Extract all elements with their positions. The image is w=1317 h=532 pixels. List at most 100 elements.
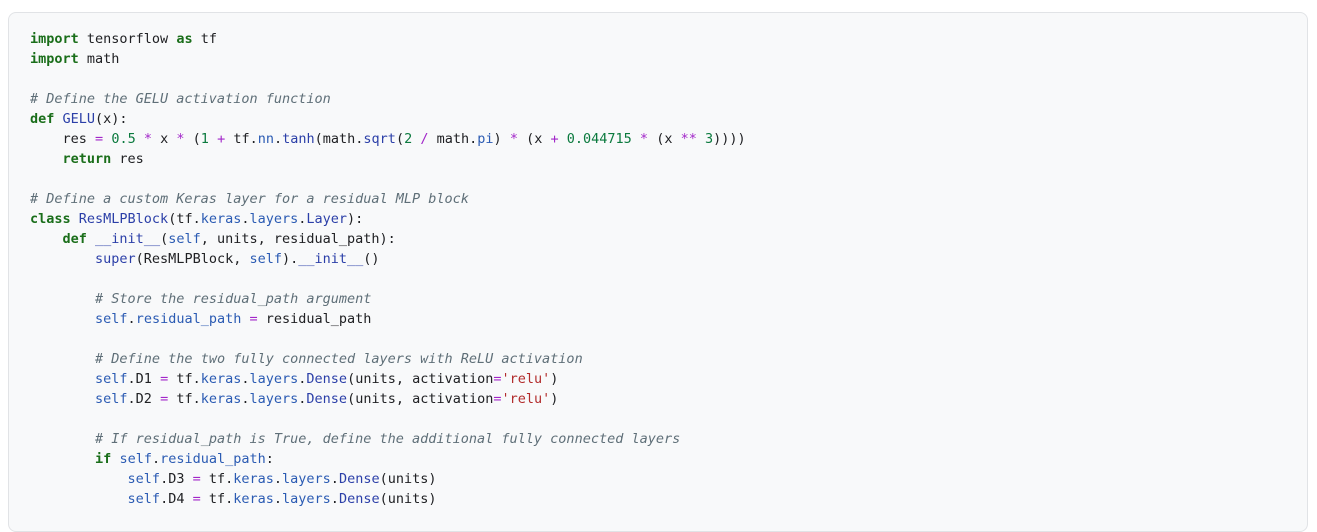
code-line: self.D4 = tf.keras.layers.Dense(units) (30, 489, 746, 509)
code-token-num: 1 (200, 131, 209, 147)
code-token-self: self (95, 391, 128, 407)
code-token-attr: layers (282, 491, 331, 507)
code-token-cmt: # Define the two fully connected layers … (95, 351, 583, 367)
code-token-txt: . (298, 211, 307, 227)
code-token-op: = (95, 131, 104, 147)
code-token-op: + (550, 131, 559, 147)
code-token-txt: . (330, 491, 339, 507)
code-token-op: * (143, 131, 152, 147)
code-token-txt (241, 311, 249, 327)
code-token-attr: layers (282, 471, 331, 487)
code-token-op: * (509, 131, 518, 147)
code-line: return res (30, 149, 746, 169)
code-token-txt: (ResMLPBlock, (135, 251, 250, 267)
code-token-cmt: # Define the GELU activation function (30, 91, 331, 107)
code-token-attr: keras (200, 391, 242, 407)
code-token-cmt: # Define a custom Keras layer for a resi… (30, 191, 469, 207)
code-token-txt (71, 211, 79, 227)
code-line (30, 69, 746, 89)
code-token-op: / (420, 131, 429, 147)
code-line (30, 409, 746, 429)
code-listing[interactable]: import tensorflow as tf import math # Def… (30, 29, 746, 509)
code-line: self.D2 = tf.keras.layers.Dense(units, a… (30, 389, 746, 409)
code-token-txt: (units) (379, 491, 437, 507)
code-token-txt: (x): (95, 111, 128, 127)
code-token-self: self (119, 451, 152, 467)
code-token-cmt: # Store the residual_path argument (95, 291, 372, 307)
code-token-txt: .D3 (160, 471, 193, 487)
code-token-txt: . (127, 311, 136, 327)
code-token-txt: (math. (314, 131, 364, 147)
code-token-txt (30, 251, 95, 267)
code-token-txt (30, 371, 95, 387)
code-token-kw: import (30, 51, 79, 67)
code-token-txt: x (151, 131, 177, 147)
code-line: super(ResMLPBlock, self).__init__() (30, 249, 746, 269)
code-token-fn: sqrt (363, 131, 396, 147)
code-token-txt: math (78, 51, 120, 67)
code-line: # Define the two fully connected layers … (30, 349, 746, 369)
code-token-fn: tanh (282, 131, 315, 147)
code-token-self: self (249, 251, 282, 267)
code-line: # Define the GELU activation function (30, 89, 746, 109)
code-token-txt (87, 231, 95, 247)
code-token-txt (30, 311, 95, 327)
code-token-txt (30, 231, 63, 247)
code-token-txt: tf. (225, 131, 258, 147)
code-token-txt (30, 451, 95, 467)
code-token-txt: , units, residual_path): (200, 231, 396, 247)
code-token-fn: Dense (306, 391, 348, 407)
code-token-txt: res (30, 131, 96, 147)
code-token-kw: if (95, 451, 112, 467)
code-token-attr: residual_path (160, 451, 266, 467)
code-token-op: = (160, 391, 169, 407)
code-token-op: * (639, 131, 649, 147)
code-token-txt: . (241, 371, 250, 387)
code-line (30, 269, 746, 289)
code-token-txt: tf (192, 31, 217, 47)
code-line: # Define a custom Keras layer for a resi… (30, 189, 746, 209)
code-token-txt: . (241, 211, 250, 227)
code-token-fn: __init__ (95, 231, 161, 247)
code-block-panel: import tensorflow as tf import math # Def… (8, 12, 1308, 532)
code-token-fn: Dense (306, 371, 348, 387)
code-token-str: 'relu' (501, 371, 551, 387)
code-token-fn: Layer (306, 211, 348, 227)
code-line: # Store the residual_path argument (30, 289, 746, 309)
code-token-txt (30, 471, 128, 487)
code-token-op: ** (680, 131, 697, 147)
code-token-self: self (168, 231, 201, 247)
code-token-txt: (units) (379, 471, 437, 487)
code-token-txt: .D4 (160, 491, 193, 507)
code-token-txt: tensorflow (78, 31, 177, 47)
code-line: # If residual_path is True, define the a… (30, 429, 746, 449)
code-token-txt (209, 131, 217, 147)
code-token-fn: Dense (338, 471, 380, 487)
code-token-num: 3 (704, 131, 714, 147)
code-line: import tensorflow as tf (30, 29, 746, 49)
code-token-txt (136, 131, 144, 147)
code-token-txt (559, 131, 567, 147)
code-token-txt: ( (184, 131, 201, 147)
code-token-attr: layers (249, 371, 299, 387)
code-token-kw: as (176, 31, 193, 47)
code-token-txt: (tf. (168, 211, 201, 227)
code-token-num: 0.044715 (566, 131, 632, 147)
code-token-txt: . (151, 451, 161, 467)
code-token-txt: tf. (200, 471, 234, 487)
code-token-txt: (units, activation (347, 371, 494, 387)
code-token-txt: ). (281, 251, 299, 267)
code-token-txt (30, 291, 95, 307)
code-token-txt: ) (550, 371, 559, 387)
code-line (30, 169, 746, 189)
code-token-txt: .D2 (127, 391, 161, 407)
code-line: res = 0.5 * x * (1 + tf.nn.tanh(math.sqr… (30, 129, 746, 149)
code-line: self.residual_path = residual_path (30, 309, 746, 329)
code-token-txt (632, 131, 640, 147)
code-token-attr: pi (477, 131, 494, 147)
code-token-fn: GELU (62, 111, 96, 127)
code-token-txt: ) (550, 391, 559, 407)
code-token-op: + (217, 131, 226, 147)
code-token-op: = (192, 471, 201, 487)
code-token-op: = (493, 371, 502, 387)
